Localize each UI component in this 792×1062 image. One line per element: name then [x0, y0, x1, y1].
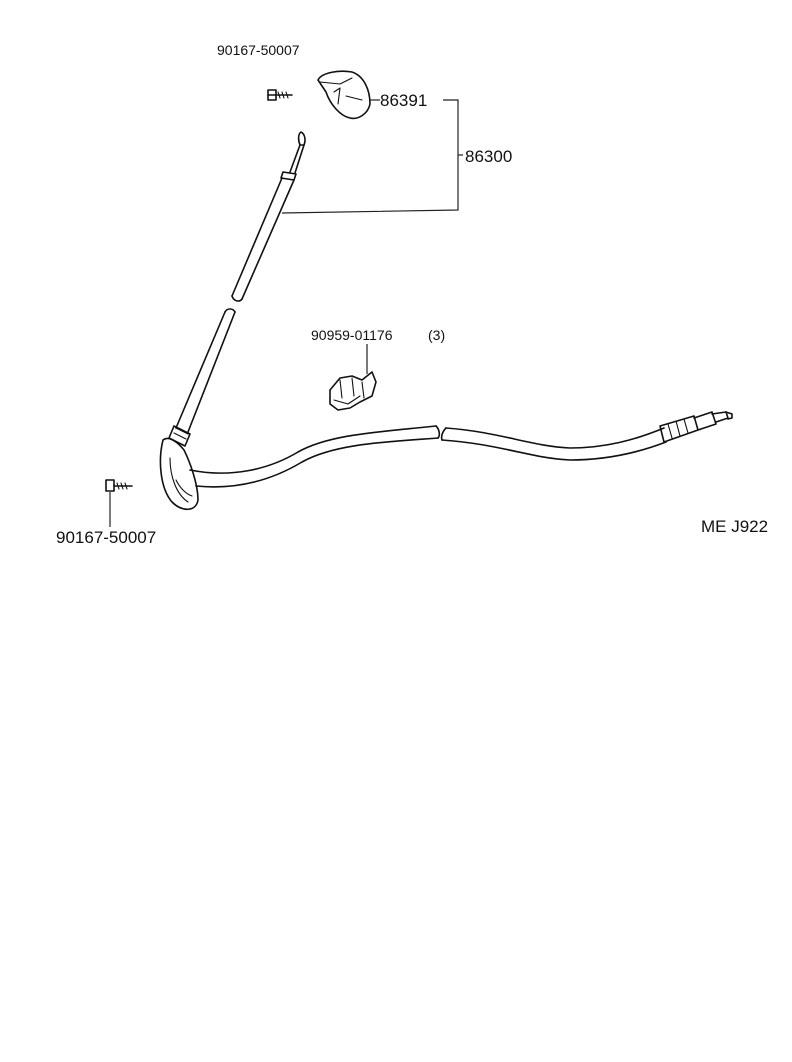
connector-plug — [659, 411, 733, 443]
antenna-base — [159, 437, 199, 511]
cover-label: 86391 — [380, 91, 427, 110]
antenna-upper-rod — [231, 131, 306, 302]
clamp-quantity: (3) — [428, 327, 445, 343]
cable-right — [440, 427, 667, 461]
screw-top-part — [267, 89, 293, 101]
antenna-assy-label: 86300 — [465, 147, 512, 166]
screw-bottom-part — [105, 479, 133, 492]
cover-part — [317, 70, 371, 120]
clamp-part — [329, 371, 377, 411]
clamp-label: 90959-01176 — [311, 327, 393, 343]
screw-bottom-label: 90167-50007 — [56, 528, 156, 547]
antenna-lower-rod — [168, 308, 236, 447]
assy-bracket — [281, 99, 463, 214]
diagram-code: ME J922 — [701, 517, 768, 536]
cable-left — [189, 425, 441, 488]
screw-top-label: 90167-50007 — [217, 42, 300, 58]
